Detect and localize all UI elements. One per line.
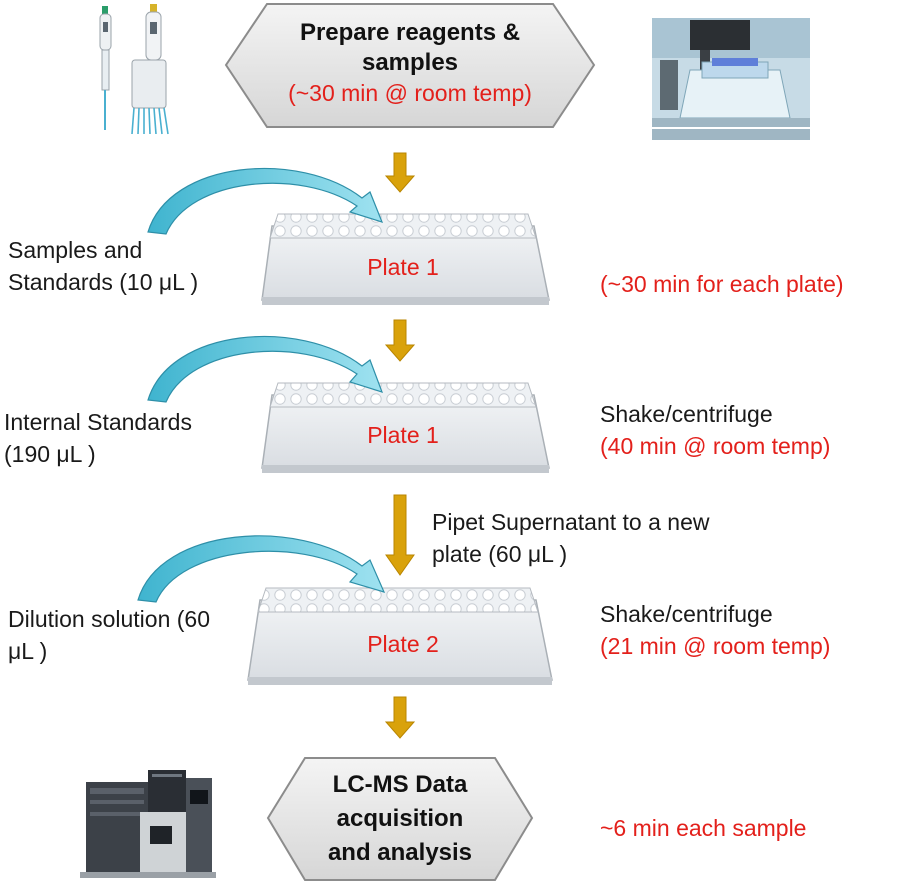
- input-samples-standards: Samples and Standards (10 μL ): [8, 237, 199, 295]
- plate-2: [261, 382, 550, 473]
- lcms-step-title: LC-MS Data acquisition and analysis: [327, 771, 473, 866]
- shake-note-1: Shake/centrifuge: [600, 401, 773, 427]
- input-internal-standards: Internal Standards (190 μL ): [4, 409, 192, 467]
- sample-time-note: ~6 min each sample: [600, 815, 807, 841]
- curve-arrows: [137, 167, 386, 603]
- plate-2-label: Plate 1: [367, 422, 439, 448]
- input-dilution-solution: Dilution solution (60 μL ): [8, 606, 211, 664]
- plate-1: [261, 213, 550, 305]
- prepare-step-box: [224, 3, 596, 128]
- down-arrow-3: [385, 494, 415, 576]
- down-arrow-2: [384, 319, 416, 362]
- lcms-step: LC-MS Data acquisition and analysis: [290, 768, 510, 870]
- shake-note-2: Shake/centrifuge: [600, 601, 773, 627]
- curve-arrow-1: [147, 167, 384, 235]
- down-arrow-1: [384, 152, 416, 193]
- pipette-icon: [99, 4, 169, 135]
- lcms-step-box: [266, 757, 534, 881]
- curve-arrow-3: [137, 535, 386, 603]
- plate-3-label: Plate 2: [367, 631, 439, 657]
- down-arrow-4: [384, 696, 416, 739]
- transfer-note: Pipet Supernatant to a new plate (60 μL …: [432, 509, 710, 567]
- curve-arrow-2: [147, 335, 383, 403]
- shake-time-2: (21 min @ room temp): [600, 633, 831, 659]
- prepare-step-title: Prepare reagents & samples: [299, 19, 521, 76]
- prepare-step-subtitle: (~30 min @ room temp): [288, 80, 532, 106]
- plate-3: [247, 587, 553, 685]
- shake-time-1: (40 min @ room temp): [600, 433, 831, 459]
- lcms-instrument-icon: [80, 770, 216, 878]
- plate-1-label: Plate 1: [367, 254, 439, 280]
- plate-time-note: (~30 min for each plate): [600, 271, 844, 297]
- flow-arrows: [384, 152, 416, 739]
- prepare-step: Prepare reagents & samples (~30 min @ ro…: [240, 18, 580, 108]
- plate-reader-photo: [652, 18, 810, 140]
